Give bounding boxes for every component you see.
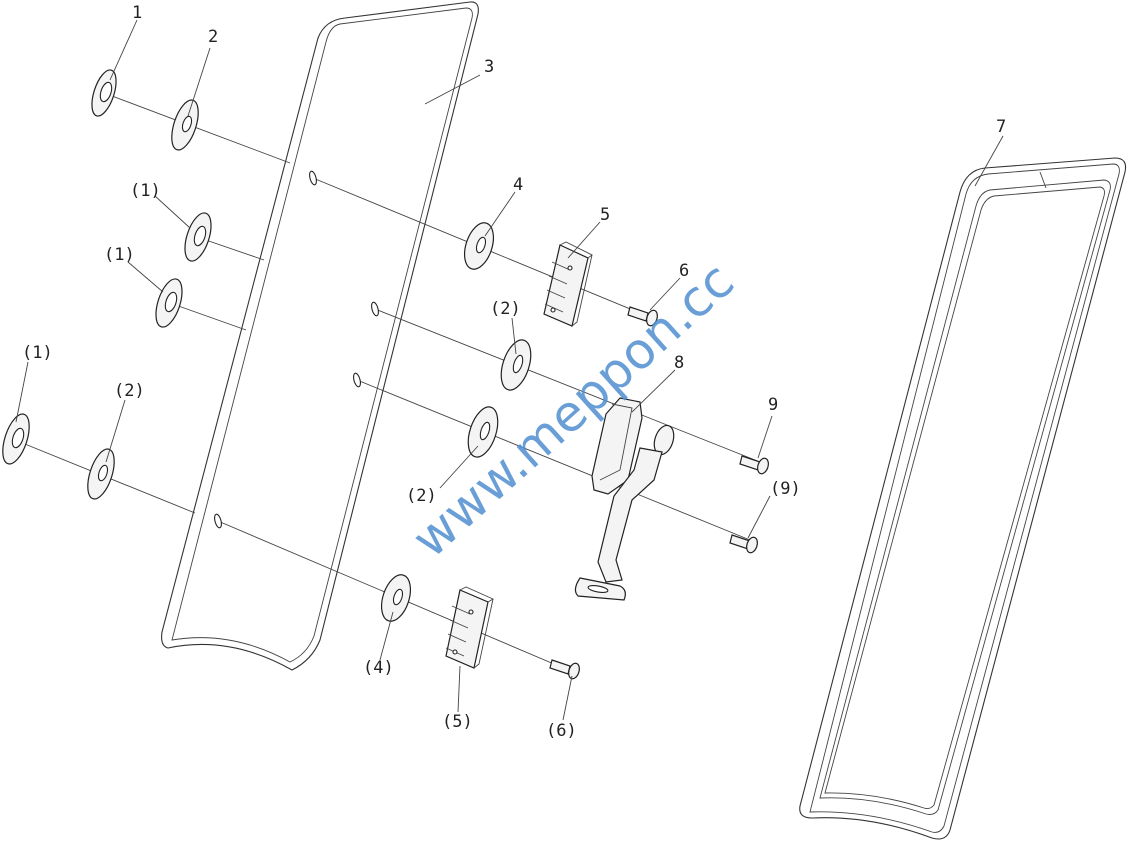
label-7: 7 <box>996 117 1006 137</box>
washer-4 <box>463 222 495 270</box>
washer-4b <box>380 574 412 622</box>
label-4: 4 <box>513 175 523 195</box>
label-2b: (2) <box>490 299 521 319</box>
washer-1c <box>155 278 183 328</box>
handle-bracket <box>574 397 675 601</box>
label-2c: (2) <box>406 486 437 506</box>
washer-2c <box>467 406 499 458</box>
label-6: 6 <box>679 261 689 281</box>
label-2: 2 <box>208 27 218 47</box>
label-4b: (4) <box>363 658 394 678</box>
frame-gasket <box>799 157 1127 840</box>
screw-6 <box>627 306 658 327</box>
clamp-block-5b <box>445 586 494 669</box>
label-5b: (5) <box>442 712 473 732</box>
label-9b: (9) <box>770 479 801 499</box>
label-5: 5 <box>600 205 610 225</box>
label-1: 1 <box>132 3 142 23</box>
label-1d: (1) <box>22 343 53 363</box>
washer-1d <box>2 413 30 465</box>
label-8: 8 <box>674 353 684 373</box>
label-9: 9 <box>768 395 778 415</box>
washer-2 <box>171 99 199 151</box>
washer-2d <box>87 448 115 500</box>
clamp-block-5 <box>543 241 593 327</box>
part-labels: 1 2 3 (1) (1) (1) (2) 4 5 6 (2) 8 9 (2) … <box>22 3 1006 741</box>
shield-panel <box>161 1 479 671</box>
washer-1b <box>184 212 212 262</box>
panel-holes <box>214 170 379 529</box>
washer-2b <box>500 339 532 391</box>
label-6b: (6) <box>546 721 577 741</box>
screw-9b <box>729 534 758 554</box>
screw-9 <box>739 455 769 475</box>
screw-6b <box>549 659 580 680</box>
label-1b: (1) <box>130 181 161 201</box>
label-1c: (1) <box>104 245 135 265</box>
washer-1 <box>91 69 117 117</box>
label-2d: (2) <box>114 381 145 401</box>
label-3: 3 <box>484 57 494 77</box>
leader-lines <box>15 19 1004 721</box>
